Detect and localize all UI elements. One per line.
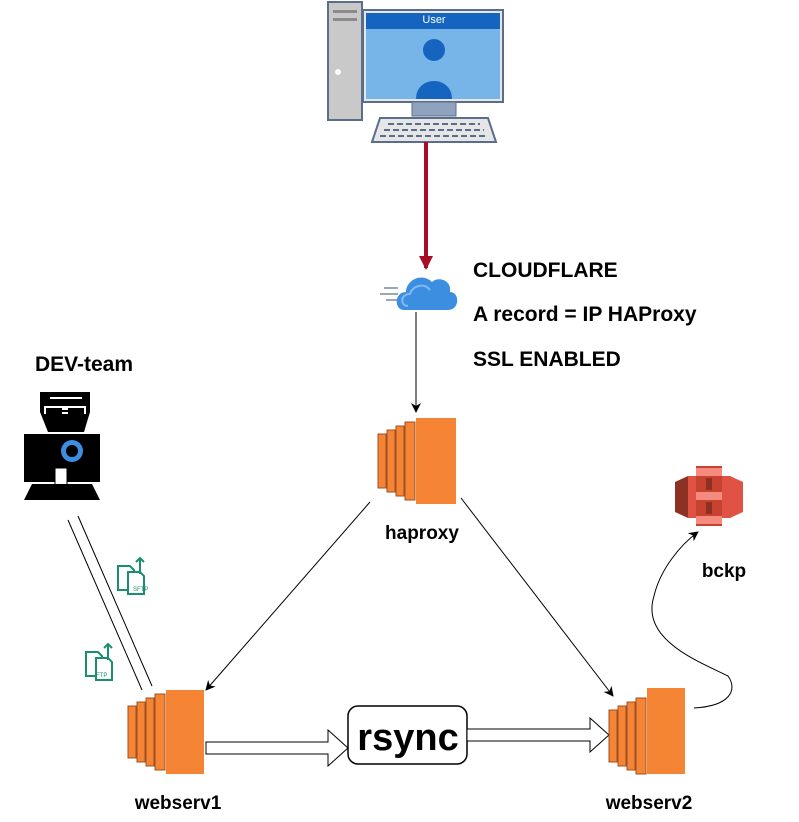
cloudflare-ssl-status: SSL ENABLED: [473, 348, 621, 371]
rsync-to-webserv2-arrow: [466, 716, 610, 754]
developer-icon: [24, 392, 100, 500]
cloud-icon: [380, 277, 458, 310]
webserv2-label: webserv2: [605, 793, 693, 814]
user-computer-icon: [327, 1, 504, 143]
dev-to-webserv1-link-a: [67, 519, 143, 691]
rsync-label: rsync: [357, 717, 458, 759]
dev-to-webserv1-link-b: [77, 515, 153, 687]
dev-team-label: DEV-team: [35, 353, 133, 376]
haproxy-to-webserv2-arrow: [460, 497, 614, 697]
ftp-label: FTP: [96, 673, 107, 679]
webserv1-server-icon: [127, 690, 204, 774]
s3-bucket-icon: [675, 466, 743, 526]
webserv2-server-icon: [608, 688, 685, 775]
user-label: User: [422, 14, 446, 26]
backup-label: bckp: [702, 561, 746, 582]
haproxy-server-icon: [377, 418, 456, 504]
cloudflare-title: CLOUDFLARE: [473, 259, 618, 282]
webserv1-to-rsync-arrow: [205, 728, 349, 768]
haproxy-label: haproxy: [385, 523, 459, 544]
sftp-label: SFTP: [133, 587, 148, 593]
webserv1-label: webserv1: [134, 793, 222, 814]
haproxy-to-webserv1-arrow: [205, 501, 371, 691]
cloudflare-dns-record: A record = IP HAProxy: [473, 303, 697, 326]
webserv2-to-backup-arrow: [651, 531, 733, 709]
ftp-icon: [85, 642, 113, 681]
sftp-icon: [117, 556, 145, 595]
